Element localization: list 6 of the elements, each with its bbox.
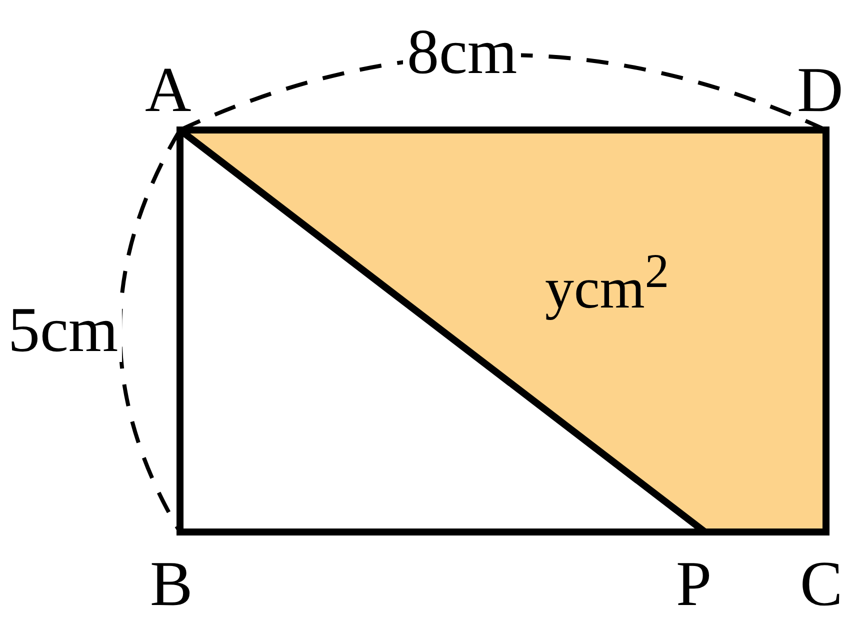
vertex-label: P xyxy=(676,552,712,616)
vertex-label: C xyxy=(800,552,843,616)
vertex-label: A xyxy=(145,58,192,122)
vertex-label: B xyxy=(150,552,193,616)
area-label: ycm$^{2}$ xyxy=(545,248,670,318)
vertex-label: D xyxy=(797,58,844,122)
